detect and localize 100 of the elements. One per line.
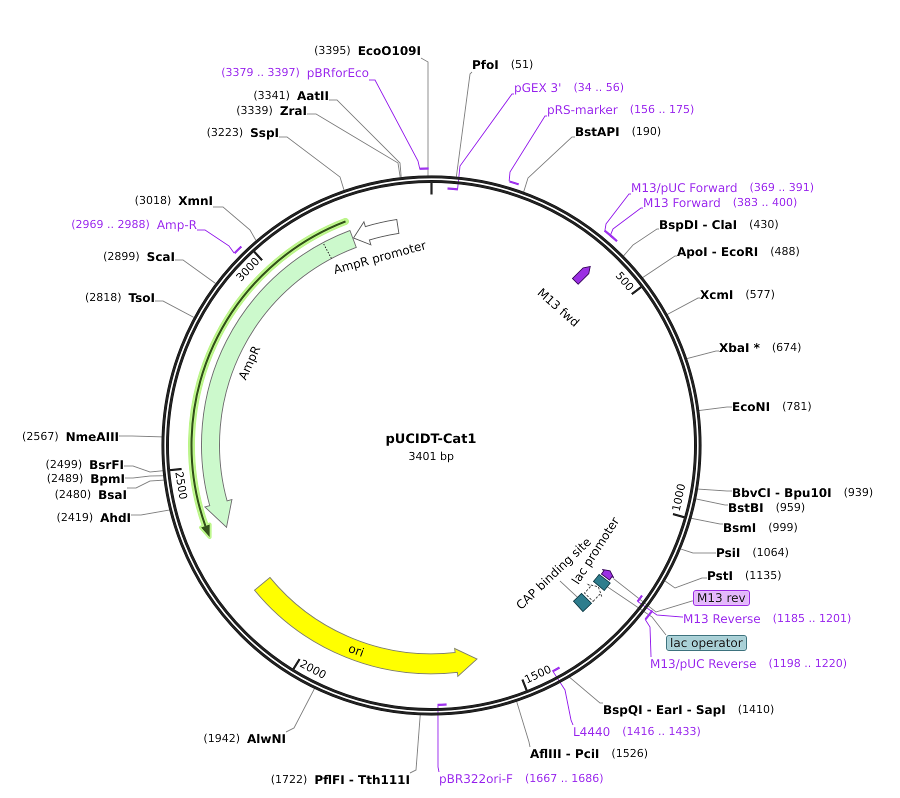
plasmid-length: 3401 bp bbox=[408, 450, 454, 462]
primer-name: Amp-R bbox=[156, 218, 197, 232]
primer-location: (1416 .. 1433) bbox=[622, 725, 701, 739]
primer-name: pGEX 3' bbox=[514, 81, 562, 95]
cut-site-position: (2419) bbox=[56, 511, 94, 525]
primer-name: pBRforEco bbox=[306, 66, 369, 80]
primer-location: (2969 .. 2988) bbox=[71, 218, 150, 232]
leader-line bbox=[457, 94, 514, 190]
primer-name: pBR322ori-F bbox=[439, 772, 513, 786]
cut-site-position: (488) bbox=[770, 245, 800, 259]
cut-site-position: (51) bbox=[510, 58, 534, 72]
leader-line bbox=[118, 436, 162, 438]
cut-site-position: (2480) bbox=[54, 488, 92, 502]
leader-line bbox=[456, 72, 472, 178]
enzyme-name: AlwNI bbox=[247, 732, 286, 746]
leader-line bbox=[368, 80, 420, 170]
leader-line bbox=[606, 586, 666, 636]
tick-label: 1500 bbox=[523, 662, 554, 686]
primer-location: (3379 .. 3397) bbox=[221, 66, 300, 80]
leader-line bbox=[644, 618, 652, 658]
primer-site-mark bbox=[232, 244, 242, 255]
primer-location: (156 .. 175) bbox=[630, 103, 694, 117]
cut-site-position: (2818) bbox=[84, 291, 122, 305]
enzyme-name: PsiI bbox=[716, 546, 740, 560]
cut-site-position: (430) bbox=[749, 218, 779, 232]
cut-site-position: (781) bbox=[782, 400, 812, 414]
enzyme-name: BstAPI bbox=[575, 125, 620, 139]
primer-location: (1198 .. 1220) bbox=[768, 657, 848, 671]
primer-site-mark bbox=[644, 608, 654, 621]
leader-line bbox=[610, 208, 644, 236]
primer-location: (34 .. 56) bbox=[573, 81, 624, 95]
leader-line bbox=[154, 300, 194, 318]
leader-line bbox=[410, 714, 421, 774]
leader-line bbox=[666, 298, 700, 316]
primer-name: M13 Reverse bbox=[683, 612, 761, 626]
primer-site-mark bbox=[636, 594, 644, 604]
leader-line bbox=[328, 100, 402, 178]
primer-site-mark bbox=[446, 187, 460, 191]
cut-site-position: (939) bbox=[844, 486, 874, 500]
enzyme-name: EcoO109I bbox=[358, 44, 421, 58]
cut-site-position: (999) bbox=[768, 521, 798, 535]
cut-site-position: (2899) bbox=[103, 250, 140, 264]
feature-label: ori bbox=[346, 642, 366, 660]
enzyme-name: BsaI bbox=[98, 488, 127, 502]
leader-line bbox=[622, 228, 660, 257]
primer-location: (1185 .. 1201) bbox=[772, 612, 852, 626]
leader-line bbox=[286, 688, 316, 732]
enzyme-name: SspI bbox=[250, 126, 279, 140]
primer-site-mark bbox=[418, 167, 430, 170]
leader-line bbox=[306, 114, 401, 178]
primer-location: (1667 .. 1686) bbox=[524, 772, 604, 786]
leader-line bbox=[664, 578, 708, 589]
enzyme-name: XmnI bbox=[178, 194, 213, 208]
leader-line bbox=[420, 58, 428, 176]
primer-name: M13/pUC Forward bbox=[631, 181, 738, 195]
enzyme-name: ApoI - EcoRI bbox=[677, 245, 758, 259]
leader-line bbox=[124, 466, 164, 472]
enzyme-name: BsmI bbox=[723, 521, 756, 535]
primer-name: L4440 bbox=[573, 725, 610, 739]
enzyme-name: AflIII - PciI bbox=[530, 747, 600, 761]
tick-label: 500 bbox=[613, 269, 637, 294]
leader-line bbox=[696, 488, 732, 492]
leader-line bbox=[604, 194, 632, 232]
enzyme-name: PflFI - Tth111I bbox=[314, 773, 410, 787]
leader-line bbox=[196, 230, 235, 254]
cut-site-position: (1064) bbox=[752, 546, 789, 560]
enzyme-name: XbaI * bbox=[719, 341, 760, 355]
cut-site-position: (190) bbox=[632, 125, 662, 139]
enzyme-name: XcmI bbox=[700, 288, 734, 302]
cut-site-position: (1410) bbox=[738, 703, 774, 717]
leader-line bbox=[698, 406, 732, 412]
leader-line bbox=[694, 498, 728, 506]
enzyme-name: ZraI bbox=[280, 104, 307, 118]
cut-site-position: (1526) bbox=[611, 747, 648, 761]
tick-label: 2500 bbox=[172, 470, 190, 501]
enzyme-name: PfoI bbox=[472, 58, 499, 72]
primer-site-mark bbox=[508, 180, 520, 186]
leader-line bbox=[126, 480, 164, 488]
enzyme-name: BpmI bbox=[90, 472, 125, 486]
leader-line bbox=[278, 136, 344, 190]
leader-line bbox=[612, 578, 694, 613]
feature-block bbox=[592, 572, 612, 592]
enzyme-name: BbvCI - Bpu10I bbox=[732, 486, 832, 500]
cut-site-position: (959) bbox=[776, 501, 806, 515]
cut-site-position: (2489) bbox=[46, 472, 84, 486]
leader-line bbox=[523, 136, 576, 192]
cut-site-position: (3223) bbox=[206, 126, 244, 140]
cut-site-position: (3018) bbox=[134, 194, 172, 208]
cut-site-position: (1722) bbox=[270, 773, 308, 787]
primer-site-mark bbox=[608, 234, 618, 242]
feature-symbol bbox=[600, 568, 616, 582]
primer-site-mark bbox=[436, 702, 449, 706]
primer-site-mark bbox=[551, 666, 562, 673]
cut-site-position: (2499) bbox=[46, 458, 82, 472]
enzyme-name: BspDI - ClaI bbox=[659, 218, 738, 232]
leader-line bbox=[174, 260, 216, 284]
tick-label: 2000 bbox=[297, 656, 328, 682]
primer-name: pRS-marker bbox=[547, 103, 618, 117]
cut-site-position: (674) bbox=[772, 341, 802, 355]
plasmid-name: pUCIDT-Cat1 bbox=[386, 432, 476, 448]
